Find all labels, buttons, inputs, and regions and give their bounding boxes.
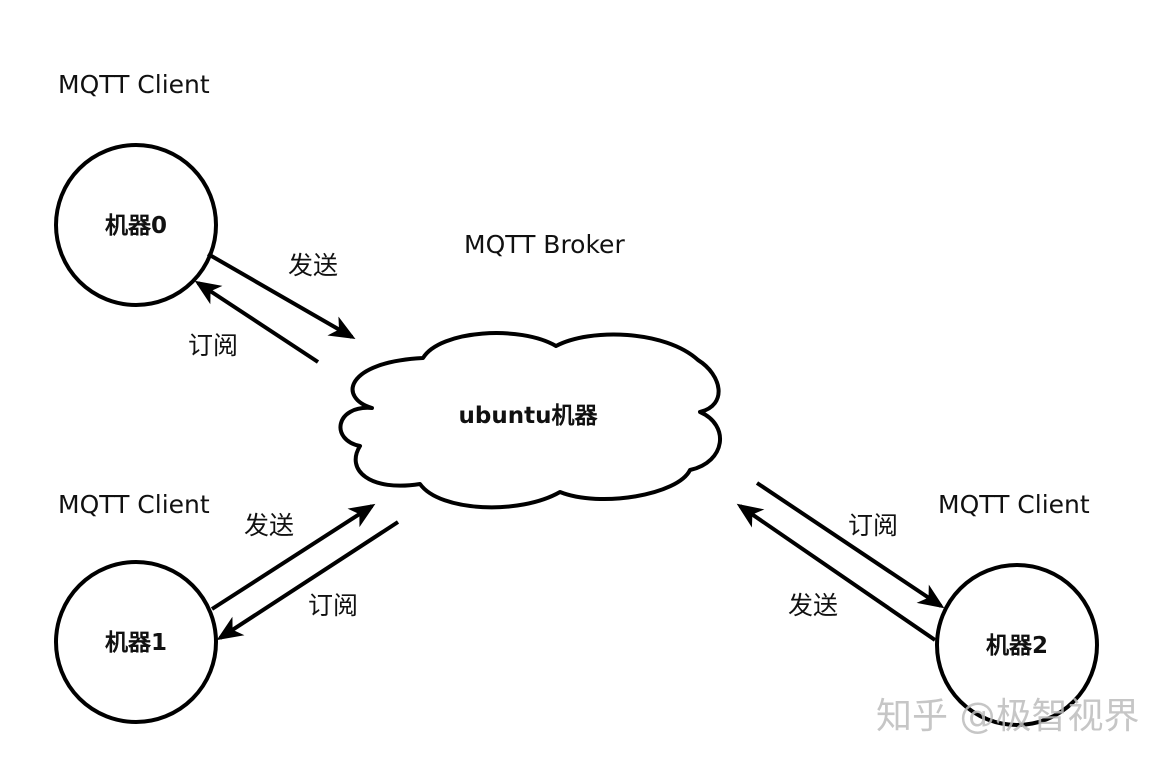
edge-client2-subscribe-label: 订阅 [848, 511, 898, 540]
client-node-0-circle [54, 143, 218, 307]
edge-client1-publish [210, 503, 376, 611]
edge-client1-publish-label: 发送 [244, 511, 294, 540]
edge-client0-subscribe-label: 订阅 [188, 331, 238, 360]
edge-client1-subscribe [216, 520, 400, 641]
client-node-2-label: 机器2 [986, 633, 1048, 659]
edge-client0-subscribe [194, 280, 320, 364]
broker-label: ubuntu机器 [459, 403, 599, 429]
broker-cloud-shape [338, 331, 723, 510]
edge-client1-subscribe-label: 订阅 [308, 591, 358, 620]
client-node-2: 机器2 [935, 563, 1099, 727]
broker-node: ubuntu机器 [338, 331, 723, 510]
edge-client0-publish-label: 发送 [288, 251, 338, 280]
watermark: 知乎 @极智视界 [876, 696, 1139, 737]
client-node-0: 机器0 [54, 143, 218, 307]
client-node-0-label: 机器0 [105, 213, 167, 239]
client-node-2-circle [935, 563, 1099, 727]
client1-caption: MQTT Client [58, 490, 210, 519]
edge-client0-publish [207, 252, 356, 339]
client2-caption: MQTT Client [938, 490, 1090, 519]
client0-caption: MQTT Client [58, 70, 210, 99]
edge-client2-publish-label: 发送 [788, 591, 838, 620]
broker-caption: MQTT Broker [464, 230, 625, 259]
edge-client2-publish [736, 503, 937, 642]
client-node-1: 机器1 [54, 560, 218, 724]
client-node-1-label: 机器1 [105, 630, 167, 656]
client-node-1-circle [54, 560, 218, 724]
edge-client2-subscribe [755, 481, 945, 609]
